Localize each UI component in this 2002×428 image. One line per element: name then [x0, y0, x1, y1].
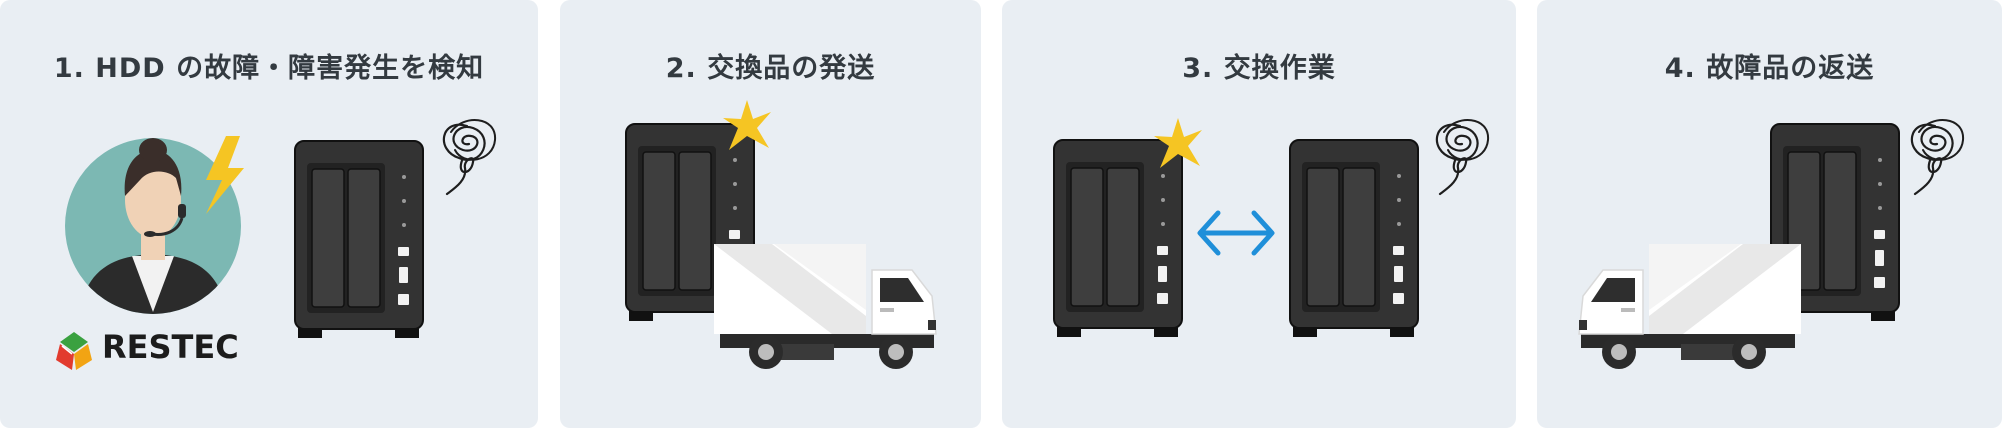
nas-device: [294, 140, 424, 339]
step-panel-4: 4. 故障品の返送: [1537, 0, 2002, 428]
step-3-illustration: [1053, 118, 1490, 338]
step-panel-3: 3. 交換作業: [1002, 0, 1516, 428]
scribble-icon: [1910, 118, 1965, 196]
scribble-icon: [1435, 118, 1490, 196]
restec-logo-icon: [56, 332, 92, 370]
operator-avatar: [65, 138, 241, 314]
step-title: 4. 故障品の返送: [1664, 53, 1875, 84]
restec-logo-text: RESTEC: [102, 328, 239, 366]
scribble-icon: [442, 118, 497, 196]
nas-device: [1289, 139, 1419, 338]
step-1-illustration: [56, 118, 497, 370]
step-title: 2. 交換品の発送: [665, 53, 876, 84]
step-2-illustration: [625, 100, 937, 370]
swap-arrow-icon: [1197, 210, 1275, 256]
nas-device: [1053, 139, 1183, 338]
step-title: 1. HDD の故障・障害発生を検知: [53, 53, 485, 84]
delivery-truck: [713, 243, 937, 370]
lightning-icon: [206, 136, 244, 214]
step-4-illustration: [1578, 118, 1965, 370]
delivery-truck: [1578, 243, 1802, 370]
step-panel-1: 1. HDD の故障・障害発生を検知: [0, 0, 538, 428]
step-title: 3. 交換作業: [1182, 53, 1336, 84]
step-panel-2: 2. 交換品の発送: [560, 0, 981, 428]
